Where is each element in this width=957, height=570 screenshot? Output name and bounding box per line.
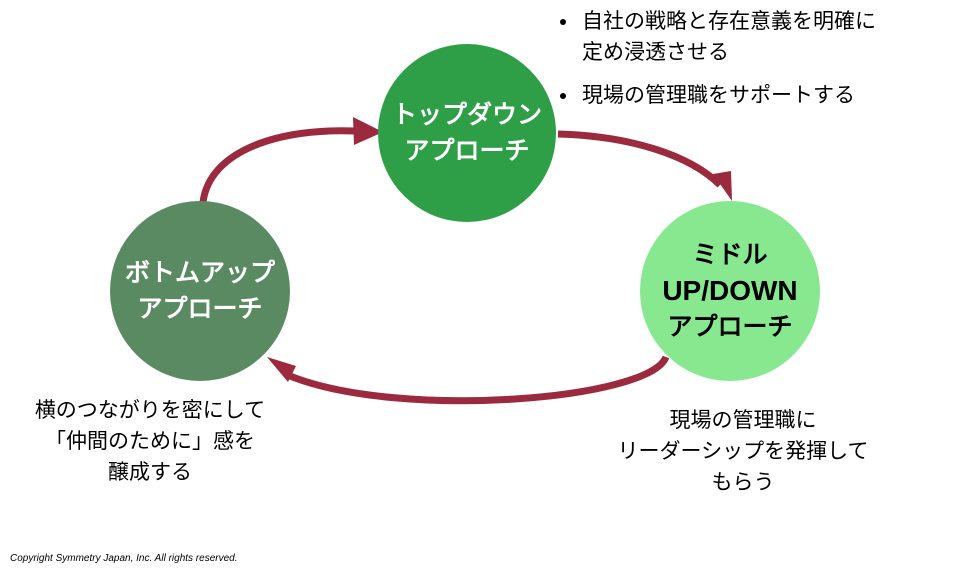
middle-label: ミドル UP/DOWN アプローチ: [641, 236, 819, 346]
copyright-notice: Copyright Symmetry Japan, Inc. All right…: [10, 553, 238, 564]
bullet-item: 自社の戦略と存在意義を明確に 定め浸透させる: [558, 6, 876, 68]
arrow-bottom-up-to-top-down: [199, 127, 356, 203]
middle-note-line-3: もらう: [711, 470, 775, 494]
bottom-up-note-line-2: 「仲間のために」感を: [45, 429, 255, 453]
bottom-up-label-line-2: アプローチ: [137, 294, 263, 323]
arrow-top-down-to-middle: [557, 130, 723, 188]
middle-label-line-3: アプローチ: [667, 312, 793, 341]
arrowhead-bottom-up: [267, 357, 296, 382]
bottom-up-label-line-1: ボトムアップ: [124, 258, 275, 287]
top-down-circle: [378, 44, 556, 222]
middle-note-line-1: 現場の管理職に: [669, 408, 817, 432]
bottom-up-label: ボトムアップ アプローチ: [111, 248, 289, 334]
bullet-item: 現場の管理職をサポートする: [558, 80, 876, 111]
arrowhead-middle: [713, 171, 732, 201]
top-down-label: トップダウン アプローチ: [378, 90, 556, 176]
bottom-up-circle: [110, 201, 290, 381]
bottom-up-note-line-3: 醸成する: [108, 460, 192, 484]
arrow-middle-to-bottom-up: [288, 355, 670, 405]
bullet-icon: [560, 93, 566, 99]
bullet-text: 定め浸透させる: [582, 40, 729, 64]
bottom-up-note-line-1: 横のつながりを密にして: [34, 398, 266, 422]
middle-note-line-2: リーダーシップを発揮して: [617, 439, 869, 463]
bullet-icon: [560, 19, 566, 25]
bottom-up-note: 横のつながりを密にして 「仲間のために」感を 醸成する: [0, 395, 300, 488]
bullet-text: 自社の戦略と存在意義を明確に: [582, 9, 876, 33]
middle-label-line-1: ミドル: [692, 240, 768, 269]
arrowhead-top-down: [353, 117, 383, 145]
top-down-label-line-2: アプローチ: [404, 136, 530, 165]
top-down-notes: 自社の戦略と存在意義を明確に 定め浸透させる 現場の管理職をサポートする: [558, 6, 876, 123]
middle-note: 現場の管理職に リーダーシップを発揮して もらう: [588, 405, 898, 498]
middle-circle: [640, 201, 820, 381]
bullet-text: 現場の管理職をサポートする: [582, 83, 855, 107]
top-down-label-line-1: トップダウン: [391, 100, 542, 129]
middle-label-line-2: UP/DOWN: [662, 275, 798, 306]
